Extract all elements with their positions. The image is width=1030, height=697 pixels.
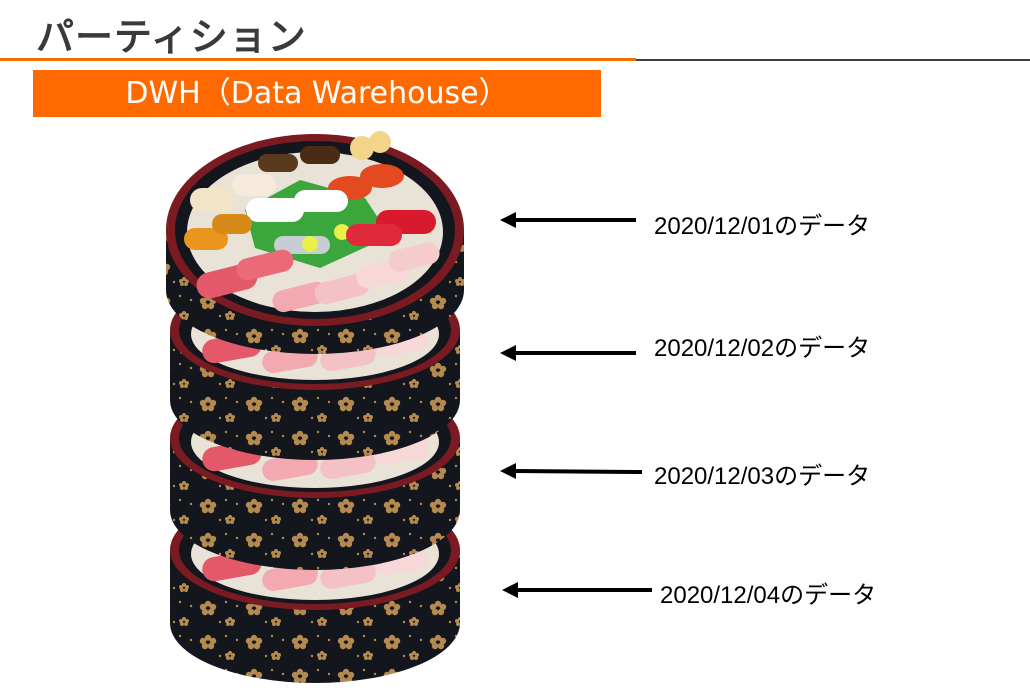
title-underline-accent [0, 58, 636, 61]
arrow-left-icon [502, 580, 652, 600]
sushi-tub-tier-1 [166, 131, 464, 354]
partition-label: 2020/12/01のデータ [654, 206, 870, 241]
partition-label: 2020/12/02のデータ [654, 328, 870, 363]
page-title: パーティション [36, 6, 307, 61]
title-underline [636, 59, 1030, 61]
stacked-sushi-tubs-icon [150, 118, 480, 696]
dwh-banner: DWH（Data Warehouse） [33, 70, 601, 117]
partition-label: 2020/12/03のデータ [654, 456, 870, 491]
arrow-left-icon [500, 343, 636, 363]
partition-label: 2020/12/04のデータ [660, 575, 876, 610]
arrow-left-icon [500, 461, 642, 481]
arrow-left-icon [500, 210, 636, 230]
